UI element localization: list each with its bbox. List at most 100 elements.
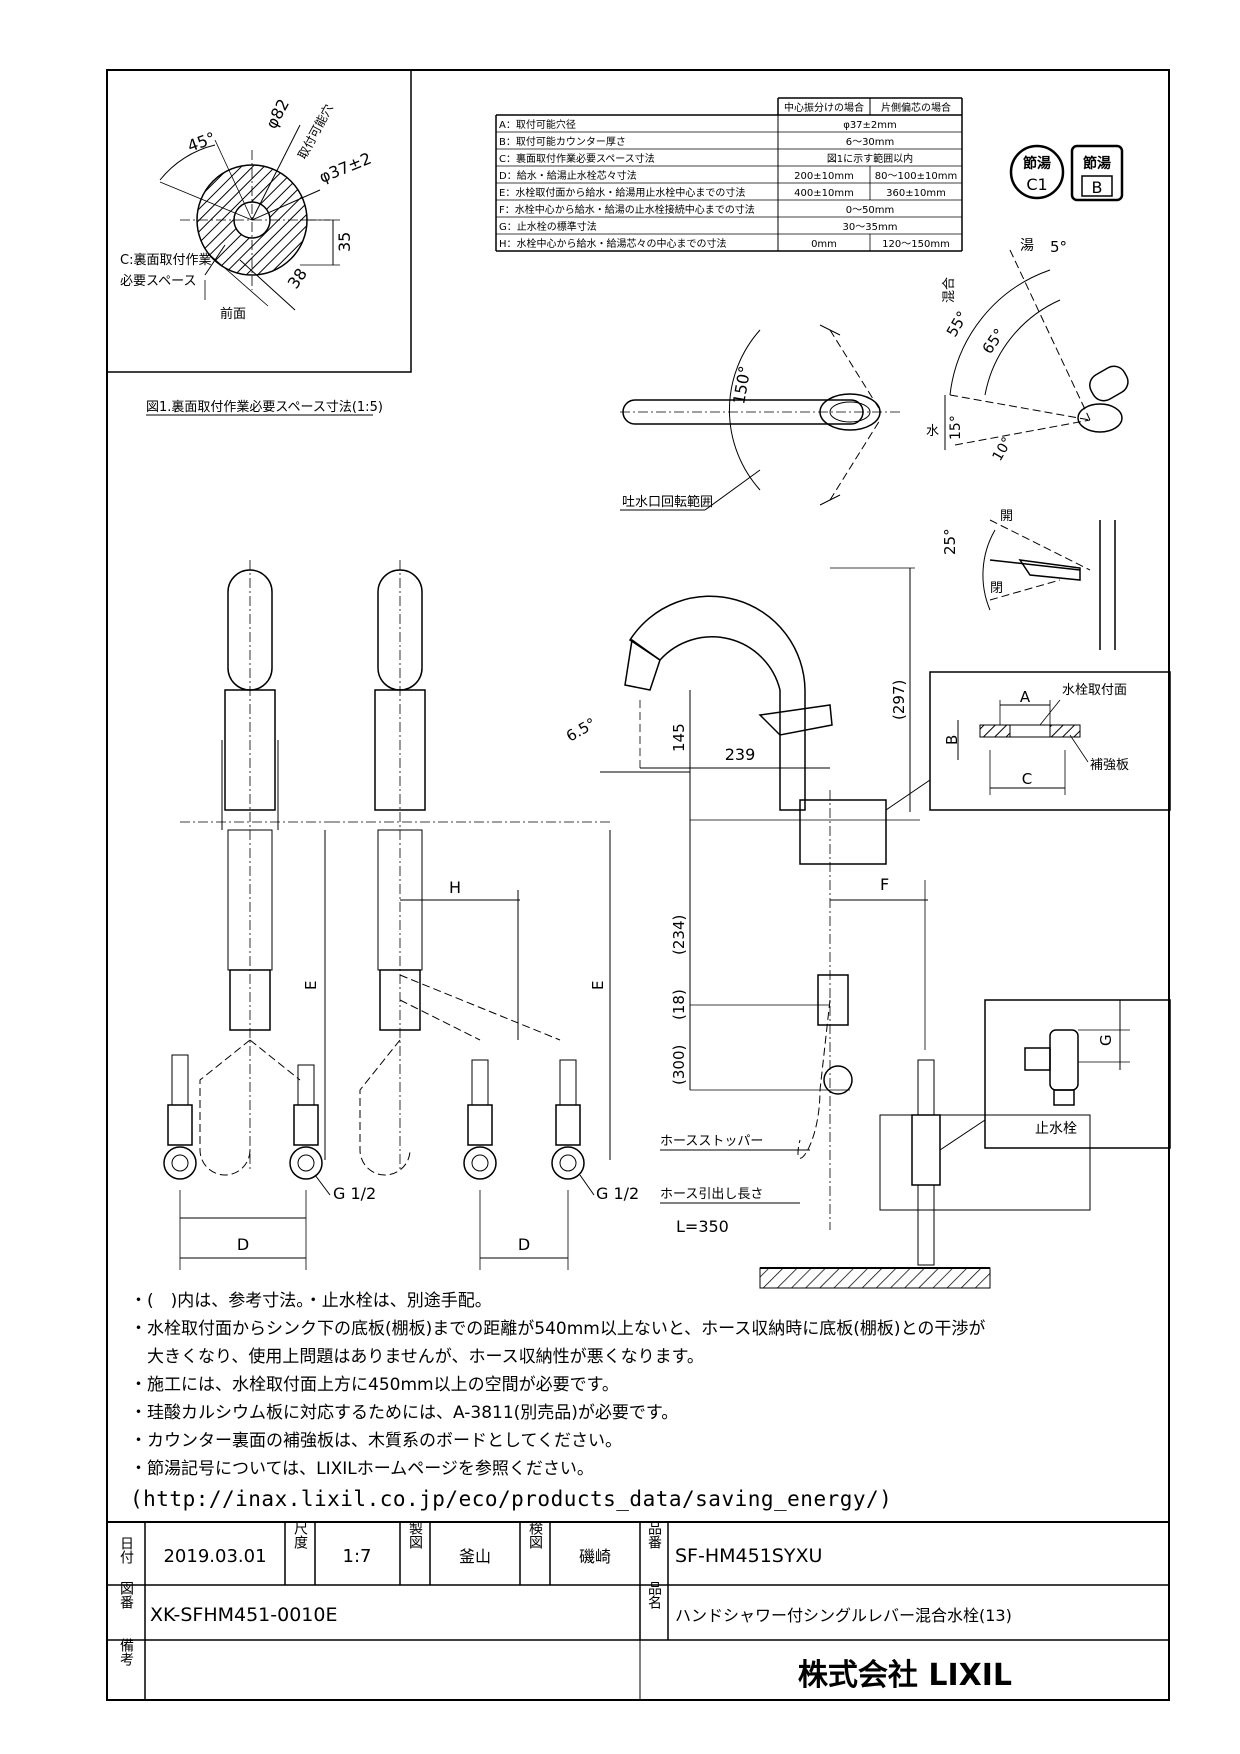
fig1-dim-35: 35 — [335, 232, 354, 252]
lever-a15: 15° — [948, 415, 964, 440]
spec-row-label: G：止水栓の標準寸法 — [499, 220, 597, 233]
spec-row-value: 6～30mm — [846, 137, 895, 148]
front-d1: D — [237, 1235, 249, 1254]
fig1-angle: 45° — [185, 128, 218, 156]
tb-scale: 1:7 — [343, 1546, 372, 1567]
front-e2: E — [589, 981, 607, 990]
notes: ・( )内は、参考寸法。・止水栓は、別途手配。 ・水栓取付面からシンク下の底板(… — [130, 1287, 1090, 1513]
spec-row-label: H：水栓中心から給水・給湯芯々の中心までの寸法 — [499, 237, 727, 250]
lever-a10: 10° — [990, 434, 1016, 464]
side-d239: 239 — [725, 745, 756, 764]
detail-c: C — [1022, 770, 1032, 788]
spec-table: 中心振分けの場合 片側偏芯の場合 A：取付可能穴径 φ37±2mmB：取付可能カウンタ… — [495, 97, 963, 252]
note-5: ・珪酸カルシウム板に対応するためには、A-3811(別売品)が必要です。 — [130, 1403, 679, 1423]
badge-b: 節湯 B — [1070, 144, 1124, 202]
title-block: 日付 2019.03.01 尺度 1:7 製図 釜山 検図 磯崎 品番 SF-H… — [107, 1521, 1169, 1700]
spec-row-value-center: 400±10mm — [794, 188, 854, 199]
lever-mix: 混合 — [942, 277, 957, 303]
badge-c1-top: 節湯 — [1023, 155, 1051, 172]
tb-date-label: 日付 — [118, 1536, 134, 1565]
fig1-caption: 図1.裏面取付作業必要スペース寸法(1:5) — [146, 399, 383, 415]
fig1-dia-outer: φ82 — [262, 96, 293, 132]
tb-date: 2019.03.01 — [163, 1546, 266, 1567]
front-e1: E — [302, 981, 320, 990]
spec-row-label: F：水栓中心から給水・給湯の止水栓接続中心までの寸法 — [499, 203, 755, 216]
plan-view: 150° 吐水口回転範囲 — [620, 324, 900, 511]
note-4: ・施工には、水栓取付面上方に450mm以上の空間が必要です。 — [130, 1375, 619, 1395]
front-view-right: H D E G 1/2 — [330, 560, 639, 1270]
note-1: ・( )内は、参考寸法。・止水栓は、別途手配。 — [130, 1291, 492, 1311]
fig1-c-label-2: 必要スペース — [120, 274, 196, 289]
badge-c1-bottom: C1 — [1026, 175, 1047, 194]
spec-row-label: E：水栓取付面から給水・給湯用止水栓中心までの寸法 — [499, 186, 745, 199]
lever-a5: 5° — [1050, 238, 1067, 256]
front-g1: G 1/2 — [333, 1184, 376, 1203]
spec-row-label: D：給水・給湯止水栓芯々寸法 — [499, 169, 637, 182]
tb-model: SF-HM451SYXU — [675, 1545, 822, 1567]
spec-row-value: φ37±2mm — [843, 120, 897, 131]
spec-row-value-offset: 80～100±10mm — [875, 171, 957, 182]
detail-valve: G 止水栓 — [939, 999, 1171, 1151]
front-view-left: D E G 1/2 — [163, 560, 376, 1270]
fig1-hole-label: 取付可能穴 — [294, 101, 335, 161]
side-a65: 6.5° — [563, 714, 599, 745]
spec-row-value-offset: 360±10mm — [886, 188, 946, 199]
side-d297: (297) — [890, 680, 908, 720]
fig1-frame — [106, 69, 412, 373]
tb-drawing-label: 図番 — [118, 1581, 134, 1609]
tb-drawn-label: 製図 — [407, 1521, 423, 1549]
tb-drawn: 釜山 — [459, 1547, 491, 1566]
side-view: 145 239 6.5° (297) (234) (18) (300) F ホー… — [563, 567, 1091, 1289]
spec-row-value: 図1に示す範囲以内 — [827, 152, 913, 165]
side-d18: (18) — [670, 989, 688, 1020]
plan-spout-label: 吐水口回転範囲 — [622, 495, 713, 510]
spec-header-center: 中心振分けの場合 — [784, 101, 864, 114]
fig1-dia-hole: φ37±2 — [316, 149, 374, 187]
side-f: F — [880, 875, 889, 894]
tb-drawing-no: XK-SFHM451-0010E — [150, 1604, 338, 1626]
fig1-area: 45° φ82 取付可能穴 φ37±2 35 38 C:裏面取付作業 必要スペー… — [106, 69, 412, 416]
side-d300: (300) — [670, 1045, 688, 1085]
lever-angles: 湯 5° 混合 55° 65° 水 15° 10° 開 25° 閉 — [926, 237, 1129, 650]
detail-mount: A B C 水栓取付面 補強板 — [885, 671, 1171, 811]
lever-close: 閉 — [990, 581, 1003, 596]
tb-model-label: 品番 — [646, 1521, 662, 1549]
front-g2: G 1/2 — [596, 1184, 639, 1203]
tb-company: 株式会社 LIXIL — [798, 1658, 1012, 1693]
note-3: 大きくなり、使用上問題はありませんが、ホース収納性が悪くなります。 — [130, 1347, 704, 1367]
badge-b-bottom: B — [1092, 178, 1103, 197]
tb-checked-label: 検図 — [527, 1521, 543, 1549]
fig1-dim-38: 38 — [284, 265, 311, 293]
spec-row-label: B：取付可能カウンター厚さ — [499, 135, 626, 148]
tb-checked: 磯崎 — [579, 1547, 611, 1566]
tb-name: ハンドシャワー付シングルレバー混合水栓(13) — [675, 1606, 1012, 1625]
notes-url[interactable]: (http://inax.lixil.co.jp/eco/products_da… — [130, 1487, 893, 1511]
side-d234: (234) — [670, 915, 688, 955]
spec-row-value: 30～35mm — [843, 222, 898, 233]
detail-g: G — [1097, 1034, 1115, 1046]
lever-a25: 25° — [941, 528, 959, 555]
spec-row-label: C：裏面取付作業必要スペース寸法 — [499, 152, 655, 165]
lever-a65: 65° — [979, 325, 1009, 357]
lever-hot: 湯 — [1020, 237, 1034, 254]
spec-row-label: A：取付可能穴径 — [499, 118, 576, 131]
sheet-border — [106, 69, 1170, 1701]
note-7: ・節湯記号については、LIXILホームページを参照ください。 — [130, 1459, 594, 1479]
front-d2: D — [518, 1235, 530, 1254]
side-hose-val: L=350 — [676, 1217, 729, 1236]
spec-row-value-center: 0mm — [811, 239, 837, 250]
side-d145: 145 — [670, 723, 688, 752]
detail-valve-label: 止水栓 — [1035, 1121, 1077, 1137]
front-h: H — [449, 878, 461, 897]
badge-b-top: 節湯 — [1083, 155, 1111, 172]
side-hose-len: ホース引出し長さ — [660, 1187, 763, 1202]
detail-a: A — [1020, 688, 1031, 706]
lever-cold: 水 — [926, 424, 939, 439]
spec-row-value-offset: 120～150mm — [882, 239, 950, 250]
tb-remarks-label: 備考 — [118, 1638, 134, 1666]
fig1-c-label-1: C:裏面取付作業 — [120, 252, 211, 268]
side-stopper: ホースストッパー — [660, 1134, 763, 1149]
note-2: ・水栓取付面からシンク下の底板(棚板)までの距離が540mm以上ないと、ホース収… — [130, 1319, 986, 1339]
spec-header-offset: 片側偏芯の場合 — [881, 101, 951, 114]
